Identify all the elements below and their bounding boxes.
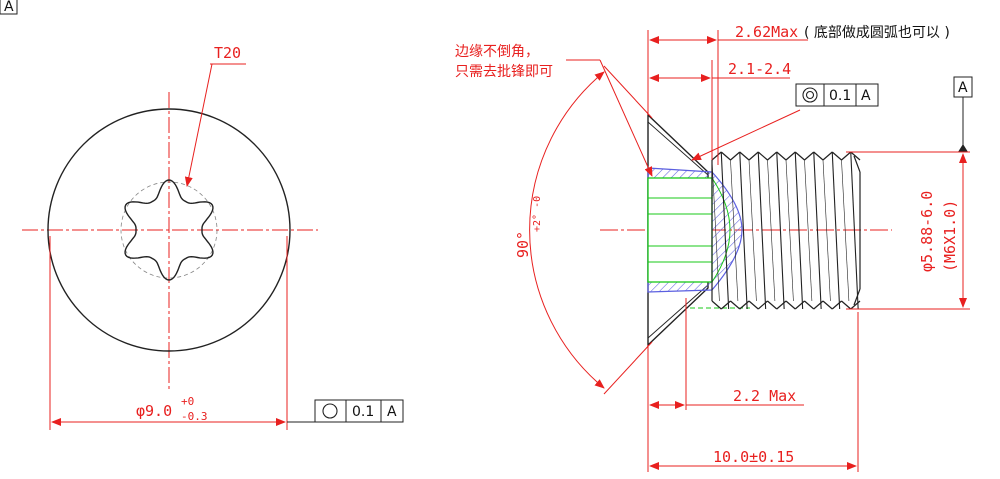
concentricity-datum: A [861, 88, 871, 104]
angle-arc [529, 71, 605, 389]
front-fcf: 0.1 A [314, 399, 404, 423]
torx-pilot-circle [120, 181, 218, 279]
range-label: 2.1-2.4 [728, 60, 791, 78]
socket-bore [647, 177, 713, 283]
thread-spec: (M6X1.0) [941, 200, 959, 272]
torx-recess [124, 179, 214, 281]
diameter-tol-lower: -0.3 [181, 410, 208, 423]
head-outer-circle [47, 108, 291, 352]
front-fcf-value: 0.1 [352, 404, 374, 420]
front-fcf-datum: A [387, 404, 397, 420]
thread-body [711, 151, 861, 310]
head-height-label: 2.62Max [735, 23, 798, 41]
front-view: A T20 φ9.0 +0 -0.3 0.1 A [0, 0, 404, 430]
edge-note-line1: 边缘不倒角， [455, 44, 539, 60]
angle-label: 90° [514, 231, 532, 258]
depth-label: 2.2 Max [733, 387, 796, 405]
concentricity-icon [802, 87, 818, 103]
concentricity-leader [691, 109, 801, 161]
corner-datum-box [0, 0, 18, 15]
diameter-label: φ9.0 [136, 402, 172, 420]
thread-dia-label: φ5.88-6.0 [918, 191, 936, 272]
edge-note-leader [599, 59, 653, 177]
diameter-tol-upper: +0 [181, 395, 194, 408]
edge-note-line2: 只需去批锋即可 [455, 64, 553, 80]
corner-datum-tag: A [4, 0, 14, 15]
side-view: 2.62Max ( 底部做成圆弧也可以 ) 2.1-2.4 边缘不倒角， 只需去… [455, 23, 973, 472]
length-label: 10.0±0.15 [713, 448, 794, 466]
angle-tol: +2° -0 [532, 196, 543, 232]
drive-label: T20 [214, 44, 241, 62]
datum-tag: A [958, 80, 968, 96]
circularity-icon [322, 403, 338, 419]
drive-leader [184, 63, 213, 187]
head-height-note: ( 底部做成圆弧也可以 ) [804, 25, 950, 41]
concentricity-value: 0.1 [829, 88, 851, 104]
concentricity-fcf: 0.1 A [795, 83, 879, 107]
